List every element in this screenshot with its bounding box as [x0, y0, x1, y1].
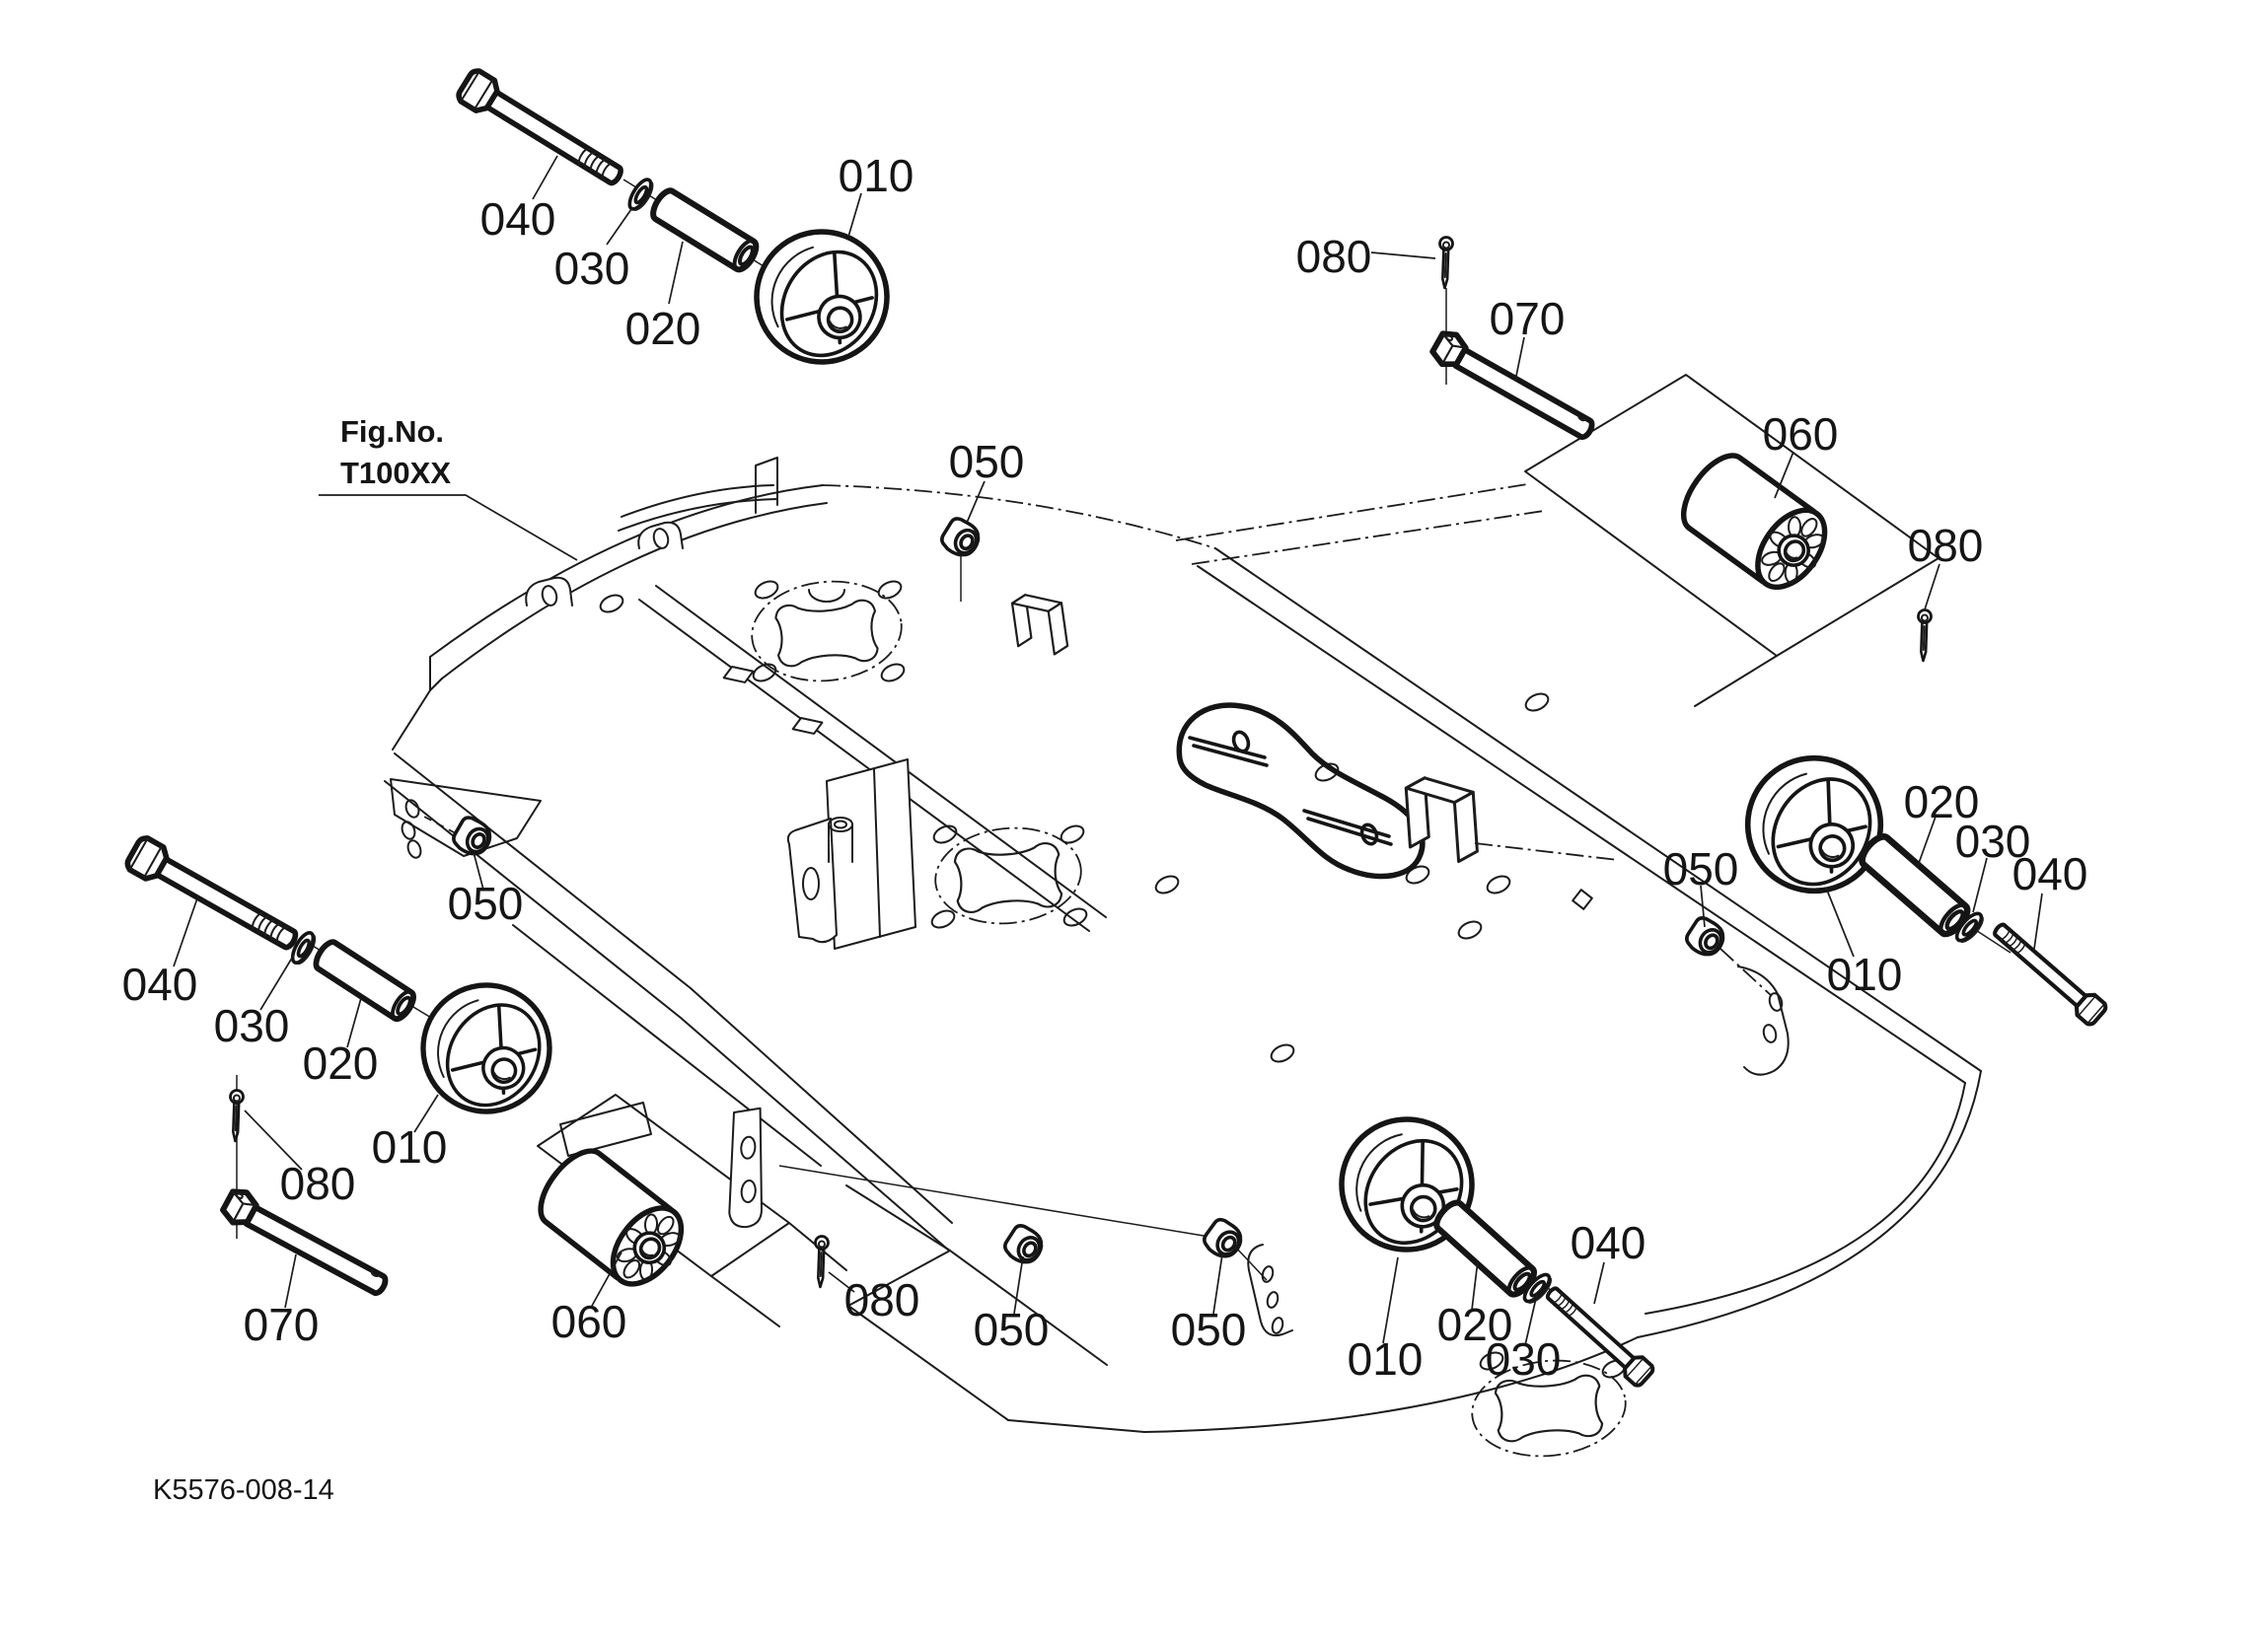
callout-070-bottom: 070 [244, 1299, 320, 1350]
deck-front-corner-wedge [845, 1184, 1108, 1421]
spacer-020-bottom-left [312, 939, 417, 1023]
callout-030-right: 030 [1955, 816, 2031, 867]
deck-center-bracket [826, 758, 916, 950]
callout-040-top-left: 040 [480, 193, 556, 245]
nut-050-bottom-right [1198, 1214, 1249, 1264]
fig-no-label: Fig.No. [340, 414, 444, 449]
spindle-opening-3 [1471, 1359, 1627, 1458]
deck-clip-bracket-2 [1404, 772, 1480, 867]
deck-baffle-inner [441, 502, 828, 680]
callouts: 040 030 020 010 050 080 070 060 080 050 … [122, 150, 2088, 1385]
deck-left-skirt-line [512, 924, 822, 1167]
leader-lines [173, 155, 2043, 1346]
callout-030-top-left: 030 [554, 243, 630, 294]
callout-050-bottom-center: 050 [974, 1304, 1050, 1355]
belt-cover-plate [1176, 702, 1426, 880]
callout-050-left: 050 [448, 878, 524, 929]
spacer-020-top-left [649, 187, 761, 273]
fig-no-value: T100XX [340, 456, 451, 490]
callout-020-bottom-left: 020 [303, 1038, 379, 1089]
callout-050-bottom-right: 050 [1171, 1304, 1247, 1355]
callout-040-bottom-right: 040 [1571, 1217, 1646, 1268]
callout-010-bottom-left: 010 [372, 1121, 448, 1173]
callout-010-top-left: 010 [839, 150, 915, 201]
callout-040-bottom-left: 040 [122, 959, 198, 1010]
cotter-pin-080-right [1915, 608, 1934, 663]
deck-lift-strap [786, 818, 838, 944]
bolt-040-right [1989, 918, 2108, 1027]
deck-holes [599, 580, 1627, 1379]
deck-skirt-plate [559, 1102, 652, 1157]
wheel-010-top-left [732, 207, 912, 387]
roller-shaft-070-top [1429, 328, 1599, 444]
deck-clip-bracket-1 [1010, 589, 1070, 661]
callout-080-bottom-left: 080 [280, 1158, 356, 1209]
deck-square-hole [1572, 889, 1593, 910]
wheel-010-bottom-left [400, 962, 573, 1135]
nut-050-top-center [936, 513, 987, 563]
deck-ear-right [637, 521, 684, 549]
callout-060-bottom: 060 [551, 1296, 627, 1347]
fig-no-leader [319, 494, 578, 561]
spindle-opening-2 [934, 826, 1082, 925]
callout-080-bottom-center: 080 [844, 1274, 920, 1325]
deck-front-bottom-edge [1007, 1336, 1639, 1433]
callout-050-right: 050 [1663, 843, 1739, 895]
cotter-pin-080-bottom-center [812, 1234, 831, 1289]
callout-020-top-left: 020 [625, 303, 701, 354]
deck-ear-left [525, 576, 573, 607]
gauge-wheel-bracket-right [1737, 966, 1790, 1076]
callout-020-right: 020 [1904, 776, 1980, 827]
deck-rear-tab [755, 457, 778, 514]
assembly-axis-lines [236, 179, 2012, 1315]
spindle-opening-1 [751, 580, 903, 682]
callout-060-top-right: 060 [1763, 408, 1839, 460]
deck-baffle-arcs [618, 484, 778, 532]
callout-030-bottom-left: 030 [214, 1000, 290, 1051]
nut-050-right [1681, 912, 1731, 963]
callout-080-right: 080 [1908, 520, 1984, 571]
hanger-strap [728, 1107, 763, 1229]
callout-050-top-center: 050 [949, 436, 1025, 487]
gauge-wheel-bracket-bottom [1247, 1244, 1293, 1337]
callout-020-bottom-right: 020 [1437, 1299, 1513, 1350]
roller-platform-right [1524, 374, 1939, 657]
drawing-number: K5576-008-14 [153, 1474, 334, 1506]
parts [124, 68, 2108, 1391]
deck-left-wall [392, 689, 431, 751]
callout-010-right: 010 [1827, 949, 1903, 1000]
deck-left-skirt-upper [394, 752, 953, 1224]
deck-right-top-edge-inner [1197, 565, 1966, 1084]
spacer-020-bottom-right [1432, 1198, 1538, 1298]
deck-center-channel [638, 585, 1107, 932]
cotter-pin-080-top [1436, 235, 1455, 290]
deck-right-skirt-inner [1645, 1082, 1966, 1315]
callout-010-bottom-right: 010 [1348, 1333, 1424, 1385]
callout-080-top: 080 [1296, 231, 1372, 282]
deck-right-skirt-outer [1637, 1070, 1982, 1338]
callout-040-right: 040 [2012, 848, 2088, 899]
deck-right-top-edge [1214, 547, 1982, 1072]
deck-baffle-end [429, 656, 443, 691]
callout-030-bottom-right: 030 [1486, 1333, 1562, 1385]
roller-060-bottom-left [529, 1140, 696, 1298]
wheel-010-right [1722, 733, 1906, 916]
deck-left-skirt-lower [384, 780, 950, 1252]
bolt-040-bottom-left [124, 835, 302, 958]
deck-front-lip-centerline [822, 484, 1216, 549]
bolt-040-top-left [456, 68, 627, 192]
nut-050-bottom-center [999, 1220, 1050, 1270]
callout-070-top: 070 [1490, 293, 1566, 344]
deck-baffle-outer [429, 484, 824, 658]
